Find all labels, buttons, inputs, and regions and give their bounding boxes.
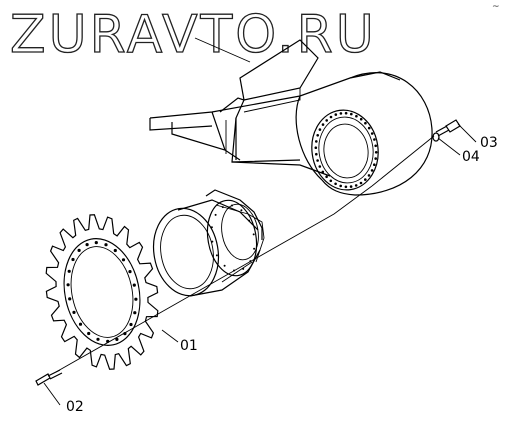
bolt-hole [248, 219, 251, 222]
bolt-hole [367, 174, 371, 177]
bolt-hole [364, 178, 367, 181]
bolt-hole [329, 179, 333, 183]
bolt-hole [339, 184, 343, 188]
bolt-hole [373, 138, 376, 141]
bolt-hole [67, 269, 71, 273]
bolt-hole [121, 258, 126, 262]
bolt-hole [215, 254, 218, 257]
bolt-hole [370, 132, 374, 135]
bolt-hole [252, 233, 255, 236]
bolt-hole [318, 165, 322, 168]
leader-lines [43, 37, 477, 406]
label-part-04: 04 [462, 149, 480, 165]
bolt-hole [128, 270, 132, 274]
label-part-01: 01 [180, 338, 198, 354]
bolt-hole [96, 337, 100, 341]
bolt-hole [321, 123, 325, 126]
travel-motor [152, 189, 265, 297]
sprocket-bolt-holes [66, 241, 138, 343]
housing-bolt-circle [314, 111, 378, 189]
bolt-hole [359, 181, 363, 185]
bolt-hole [240, 209, 243, 212]
bolt-hole [104, 243, 108, 247]
bolt-hole [221, 206, 224, 209]
bolt-hole [115, 337, 119, 341]
corner-mark: ~ [492, 2, 500, 12]
label-part-02: 02 [66, 399, 84, 415]
bolt-hole [329, 115, 333, 119]
bolt-hole [129, 322, 133, 327]
washer-04 [432, 132, 440, 142]
bolt-hole [314, 146, 318, 149]
watermark-text: ZURAVTO.RU [10, 5, 377, 65]
bolt-hole [373, 163, 376, 166]
bolt-hole [253, 247, 256, 250]
bolt-hole [113, 248, 117, 253]
bolt-hole [359, 117, 363, 121]
bolt-hole [315, 140, 318, 143]
bolt-hole [350, 112, 353, 116]
bolt-hole [374, 151, 378, 154]
track-frame [149, 39, 433, 196]
bolt-hole [94, 241, 98, 245]
bolt-hole [318, 128, 322, 131]
bolt-hole [78, 322, 83, 326]
bolt-02 [35, 369, 63, 386]
bolt-hole [325, 119, 329, 122]
bolt-hole [231, 204, 233, 207]
bolt-hole [334, 113, 338, 116]
bolt-hole [66, 283, 70, 287]
bolt-hole [370, 169, 374, 172]
bolt-hole [211, 240, 214, 243]
bolt-hole [374, 144, 378, 148]
bolt-hole [214, 213, 217, 216]
bolt-hole [85, 243, 89, 247]
bolt-hole [242, 267, 245, 270]
bolt-hole [134, 297, 138, 301]
bolt-hole [349, 185, 353, 188]
bolt-hole [367, 126, 371, 130]
bolt-hole [364, 121, 367, 125]
bolt-hole [87, 331, 91, 336]
bolt-hole [68, 297, 72, 301]
bolt-hole [344, 185, 348, 189]
bolt-hole [325, 175, 328, 179]
bolt-hole [321, 170, 325, 174]
bolt-hole [334, 182, 337, 186]
bolt-hole [315, 152, 318, 156]
bolt-hole [316, 134, 320, 137]
label-part-03: 03 [480, 135, 498, 151]
bolt-hole [354, 184, 358, 187]
bolt-hole [374, 157, 378, 160]
bolt-03 [435, 119, 461, 137]
sprocket [45, 214, 159, 370]
bolt-hole [223, 264, 226, 267]
bolt-hole [210, 226, 213, 229]
bolt-hole [72, 310, 76, 314]
bolt-hole [77, 248, 81, 252]
bolt-hole [316, 159, 319, 162]
bolt-hole [344, 111, 348, 115]
bolt-hole [339, 112, 343, 115]
motor-flange-bolts [210, 204, 256, 272]
bolt-hole [133, 311, 137, 315]
bolt-hole [71, 257, 75, 262]
bolt-hole [355, 114, 358, 118]
bolt-hole [132, 283, 136, 287]
